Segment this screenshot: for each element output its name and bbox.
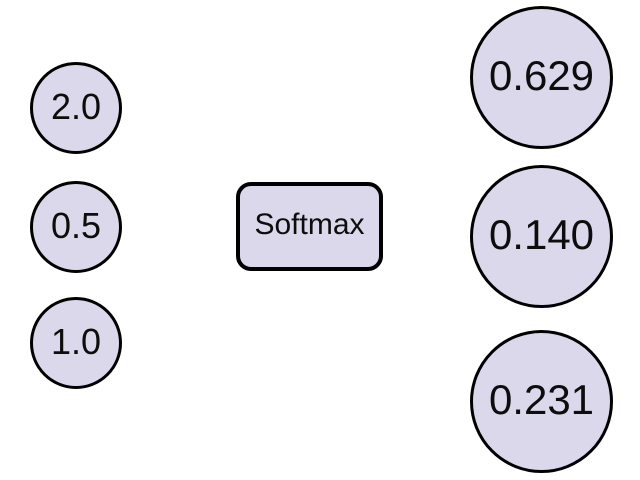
softmax-box: Softmax	[236, 182, 383, 271]
output-node-3: 0.231	[470, 330, 613, 473]
input-node-3: 1.0	[30, 297, 122, 389]
output-value-1: 0.629	[488, 52, 595, 99]
output-node-2: 0.140	[470, 165, 613, 308]
input-node-1: 2.0	[30, 62, 122, 154]
input-node-2: 0.5	[30, 181, 122, 273]
output-value-2: 0.140	[488, 211, 595, 258]
input-value-2: 0.5	[50, 204, 102, 246]
output-value-3: 0.231	[488, 376, 595, 423]
input-value-1: 2.0	[50, 85, 102, 127]
softmax-label: Softmax	[254, 208, 365, 241]
output-node-1: 0.629	[470, 6, 613, 149]
input-value-3: 1.0	[50, 320, 102, 362]
